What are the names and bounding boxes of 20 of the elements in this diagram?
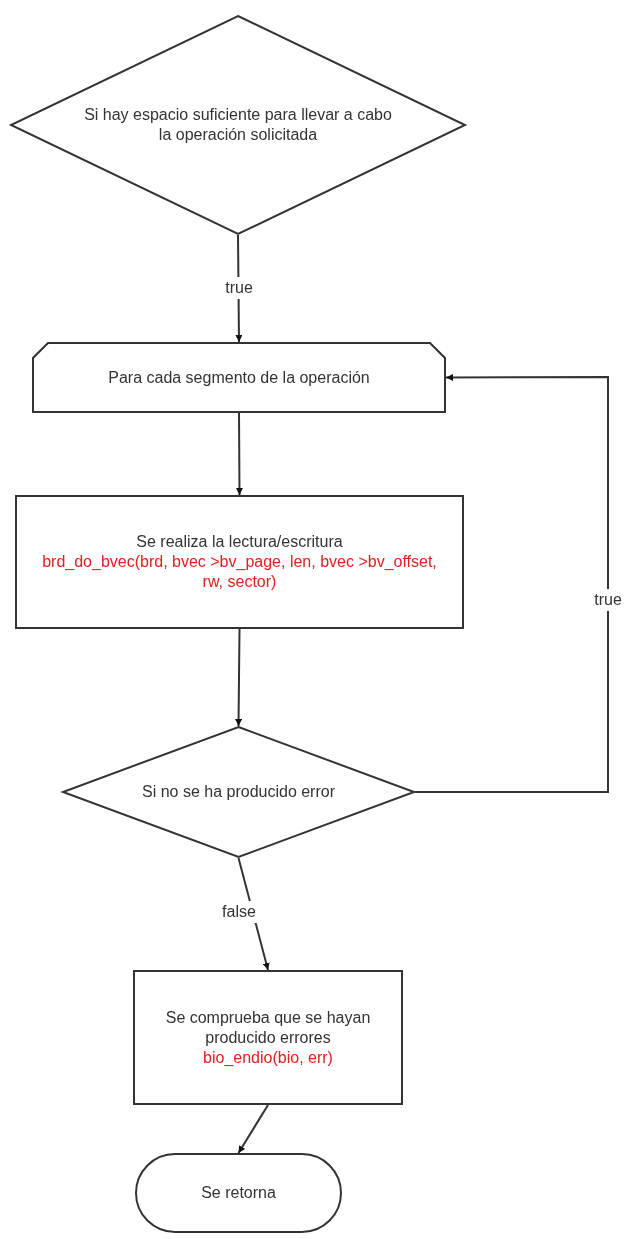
edge-label: true [593, 589, 623, 611]
node-text: Si hay espacio suficiente para llevar a cabo la operación solicitada [83, 105, 393, 145]
decision-diamond [10, 15, 466, 235]
arrow [235, 412, 243, 496]
arrow [414, 374, 609, 793]
code-text: brd_do_bvec(brd, bvec >bv_page, len, bvec >bv_offset, rw, sector) [41, 552, 438, 592]
edge-label: false [221, 901, 257, 923]
node-text: Para cada segmento de la operación [108, 367, 370, 388]
edge-label: true [224, 277, 254, 299]
arrow [235, 628, 243, 727]
process-box [133, 970, 403, 1105]
node-text: Se retorna [201, 1183, 276, 1203]
node-text: Se comprueba que se hayan producido errores [164, 1007, 372, 1048]
decision-diamond [62, 726, 415, 858]
code-text: bio_endio(bio, err) [203, 1047, 333, 1068]
node-text: Se realiza la lectura/escritura [136, 532, 343, 552]
process-box [15, 495, 464, 629]
node-text: Si no se ha producido error [142, 782, 335, 802]
arrow [237, 1104, 269, 1154]
loop-limit-box [32, 342, 446, 413]
